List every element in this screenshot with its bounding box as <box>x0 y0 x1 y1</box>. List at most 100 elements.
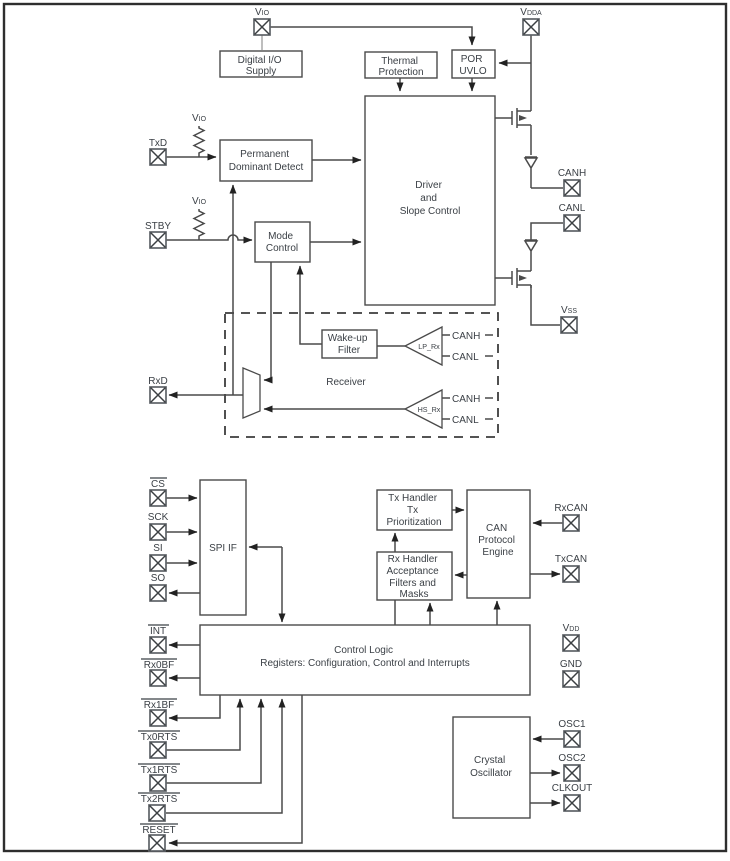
svg-text:Thermal Protection: Thermal Protection <box>378 56 423 78</box>
hs-rx-canl-input-label: CANL <box>452 415 479 426</box>
wire-tx1rts-to-ctrl <box>166 698 265 784</box>
hs-rx-canh-input-label: CANH <box>452 394 480 405</box>
svg-text:VSS: VSS <box>561 305 577 316</box>
rxd-mux <box>242 367 261 419</box>
svg-text:RESET: RESET <box>142 825 175 836</box>
pin-rx1bf: Rx1BF <box>141 698 177 727</box>
box-control-logic: Control Logic Registers: Configuration, … <box>199 624 531 696</box>
svg-text:Digital I/O Supply: Digital I/O Supply <box>238 55 285 77</box>
svg-text:Driver and Slope C: Driver and Slope Control <box>400 180 461 217</box>
pin-gnd: GND <box>560 659 582 688</box>
digital-io-supply-label: Digital I/O <box>238 55 282 66</box>
transceiver-wires <box>166 26 563 413</box>
pin-sck: SCK <box>148 512 169 541</box>
pin-txcan: TxCAN <box>555 554 587 583</box>
lp-rx-canl-input-label: CANL <box>452 352 479 363</box>
por-uvlo-label: POR <box>461 54 483 65</box>
pin-vdda: VDDA <box>520 7 542 36</box>
lp-rx-canh-input-label: CANH <box>452 331 480 342</box>
svg-text:Rx0BF: Rx0BF <box>144 660 175 671</box>
wake-up-filter-label: Wake-up <box>328 333 368 344</box>
svg-text:SI: SI <box>153 543 162 554</box>
svg-text:Crystal Oscillator: Crystal Oscillator <box>470 755 512 779</box>
svg-text:Rx Handler Acceptance: Rx Handler Acceptance Filters and Masks <box>386 554 441 600</box>
box-thermal-protection: Thermal Protection <box>364 51 438 79</box>
svg-text:Tx Handler Tx Prio: Tx Handler Tx Prioritization <box>386 493 441 528</box>
lp-rx-label: LP_Rx <box>418 342 440 351</box>
canl-diode <box>523 239 539 271</box>
mode-control-label: Mode <box>268 231 293 242</box>
svg-text:SO: SO <box>151 573 166 584</box>
svg-text:SCK: SCK <box>148 512 169 523</box>
box-tx-handler: Tx Handler Tx Prioritization <box>376 489 453 531</box>
box-wake-up-filter: Wake-up Filter <box>321 329 378 359</box>
svg-text:VIO: VIO <box>192 196 207 207</box>
txd-pullup-resistor <box>192 126 206 157</box>
highside-mosfet <box>495 108 532 155</box>
canh-diode <box>523 156 539 188</box>
pin-osc2: OSC2 <box>558 753 586 782</box>
pin-vio: VIO <box>253 7 271 36</box>
wire-tx0rts-to-ctrl <box>166 698 244 751</box>
box-por-uvlo: POR UVLO <box>451 49 496 79</box>
pin-vdd: VDD <box>562 623 580 652</box>
stby-pullup-resistor <box>192 209 206 240</box>
box-spi-if: SPI IF <box>199 479 247 616</box>
driver-label: Driver <box>415 180 442 191</box>
box-digital-io-supply: Digital I/O Supply <box>219 50 303 78</box>
svg-text:CAN Protocol Engin: CAN Protocol Engine <box>478 523 517 558</box>
box-crystal-oscillator: Crystal Oscillator <box>452 716 531 819</box>
pin-tx0rts: Tx0RTS <box>138 730 180 759</box>
thermal-protection-label: Thermal <box>381 56 418 67</box>
hs-rx-label: HS_Rx <box>418 405 441 414</box>
stby-pullup-vio-label: VIO <box>192 196 207 207</box>
svg-text:Tx0RTS: Tx0RTS <box>141 732 178 743</box>
svg-text:Tx2RTS: Tx2RTS <box>141 794 178 805</box>
svg-text:VDDA: VDDA <box>520 7 542 18</box>
wire-stby-to-modectrl <box>166 234 253 244</box>
receiver-label: Receiver <box>326 377 366 388</box>
pin-si: SI <box>149 543 167 572</box>
pin-tx1rts: Tx1RTS <box>138 763 180 792</box>
wire-modectrl-to-mux <box>263 262 273 384</box>
svg-text:VDD: VDD <box>563 623 580 634</box>
svg-text:Rx1BF: Rx1BF <box>144 700 175 711</box>
lp-rx-comparator: LP_Rx CANH CANL <box>403 325 493 367</box>
wire-tx2rts-to-ctrl <box>166 698 286 814</box>
pin-vss: VSS <box>560 305 578 334</box>
box-mode-control: Mode Control <box>254 221 311 263</box>
lowside-mosfet <box>495 268 532 288</box>
svg-text:CANL: CANL <box>559 203 586 214</box>
svg-text:OSC1: OSC1 <box>558 719 586 730</box>
box-driver-slope-control: Driver and Slope Control <box>364 95 496 306</box>
pin-clkout: CLKOUT <box>552 783 593 812</box>
pin-tx2rts: Tx2RTS <box>138 792 180 822</box>
box-rx-handler: Rx Handler Acceptance Filters and Masks <box>376 551 453 601</box>
svg-text:Mode Control: Mode Control <box>266 231 298 254</box>
svg-text:VIO: VIO <box>192 113 207 124</box>
svg-text:STBY: STBY <box>145 221 171 232</box>
pin-int: INT <box>148 624 169 654</box>
svg-text:Permanent Dominant Detec: Permanent Dominant Detect <box>229 149 304 173</box>
svg-text:CS: CS <box>151 479 165 490</box>
svg-text:RxCAN: RxCAN <box>554 503 587 514</box>
pin-rx0bf: Rx0BF <box>141 658 177 687</box>
pin-canl: CANL <box>559 203 586 232</box>
hs-rx-comparator: HS_Rx CANH CANL <box>403 388 493 430</box>
pin-cs: CS <box>149 477 167 507</box>
svg-text:CANH: CANH <box>558 168 586 179</box>
svg-text:RxD: RxD <box>148 376 167 387</box>
wire-canl <box>530 222 563 240</box>
pin-osc1: OSC1 <box>558 719 586 748</box>
box-can-protocol-engine: CAN Protocol Engine <box>466 489 531 599</box>
box-permanent-dominant-detect: Permanent Dominant Detect <box>219 139 313 182</box>
pin-reset: RESET <box>140 823 178 852</box>
wire-vio-to-por <box>270 26 476 46</box>
svg-text:Tx1RTS: Tx1RTS <box>141 765 178 776</box>
wire-ctrl-to-rx1bf <box>168 695 221 722</box>
svg-text:CLKOUT: CLKOUT <box>552 783 593 794</box>
svg-text:VIO: VIO <box>255 7 270 18</box>
pin-so: SO <box>149 573 167 602</box>
pdd-label: Permanent <box>240 149 289 160</box>
